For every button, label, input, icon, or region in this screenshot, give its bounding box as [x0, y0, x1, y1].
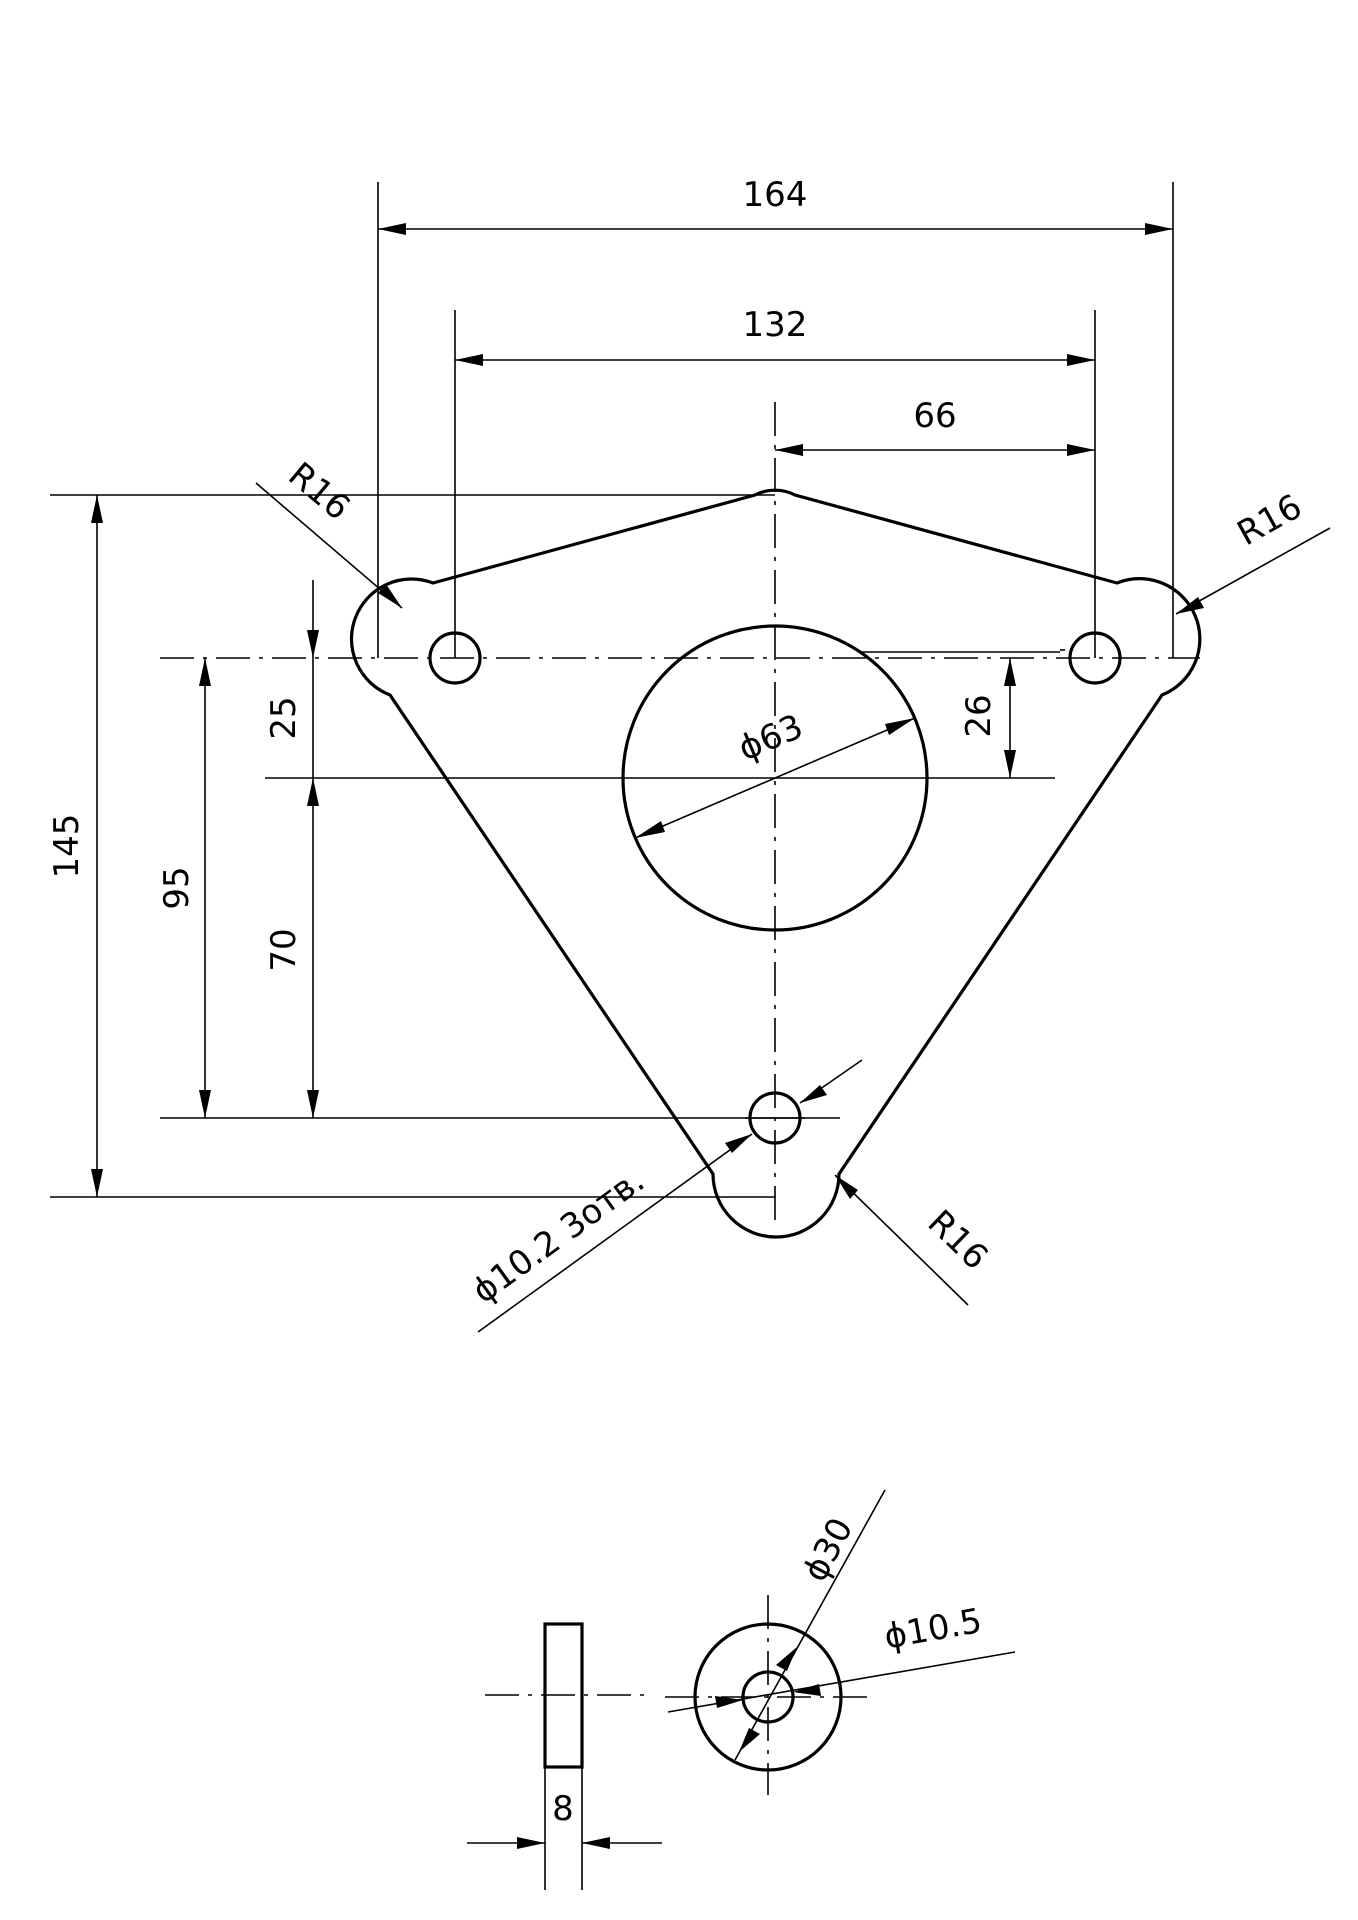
dim-145: 145 [47, 814, 87, 879]
dim-r16-left: R16 [281, 455, 358, 529]
dim-r16-bottom: R16 [920, 1202, 996, 1277]
extension-lines [50, 182, 1174, 1198]
dim-95: 95 [157, 866, 197, 909]
dim-hole-note: ϕ10.2 3отв. [465, 1161, 652, 1312]
dim-164: 164 [743, 175, 808, 215]
plate-dimension-labels: 164 132 66 145 95 25 70 26 ϕ63 R16 R16 R… [47, 175, 1309, 1312]
washer-front-view: ϕ30 ϕ10.5 [665, 1489, 1016, 1795]
plate-contour [349, 488, 1202, 1239]
dim-26: 26 [959, 694, 999, 737]
dim-phi63: ϕ63 [733, 707, 809, 769]
dim-washer-inner: ϕ10.5 [881, 1601, 985, 1657]
dimension-lines [91, 223, 1331, 1333]
dim-70: 70 [264, 928, 304, 971]
washer-side-view: 8 [467, 1622, 662, 1890]
dim-66: 66 [913, 396, 956, 436]
dim-25: 25 [264, 696, 304, 739]
dim-washer-thickness: 8 [552, 1789, 574, 1829]
dim-132: 132 [743, 305, 808, 345]
dim-r16-right: R16 [1231, 487, 1309, 554]
